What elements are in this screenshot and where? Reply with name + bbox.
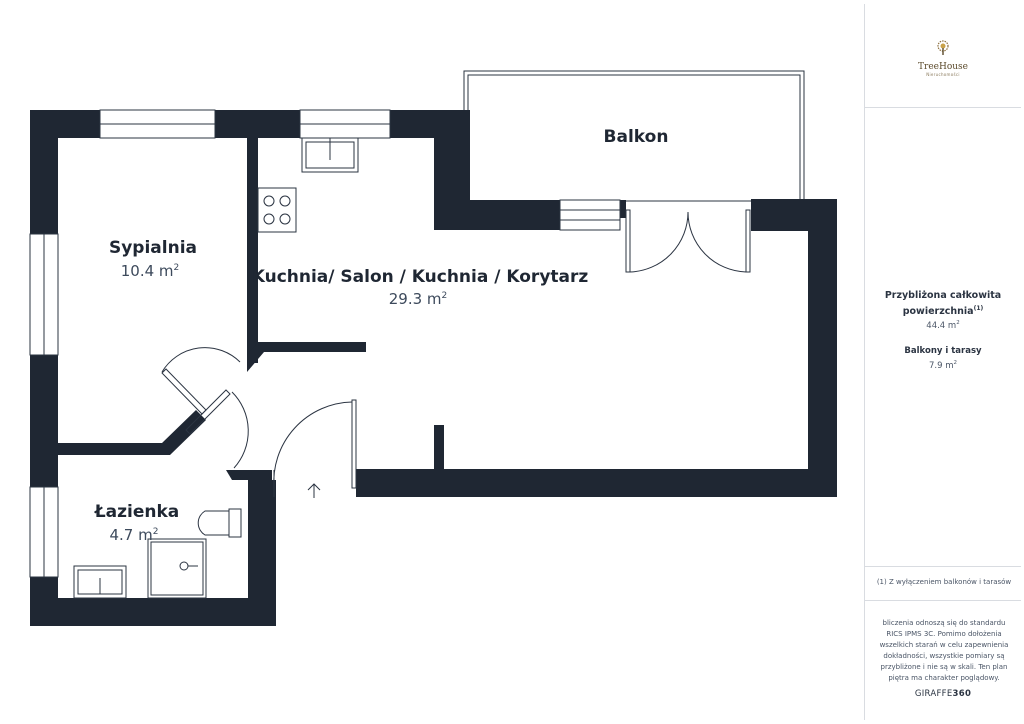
windows bbox=[29, 109, 801, 578]
company-logo: TreeHouse Nieruchomości bbox=[865, 40, 1021, 77]
floor-plan: Sypialnia 10.4 m2 Kuchnia/ Salon / Kuchn… bbox=[29, 70, 837, 626]
room-name-bedroom: Sypialnia bbox=[109, 238, 197, 258]
divider bbox=[865, 107, 1021, 108]
logo-subtitle: Nieruchomości bbox=[926, 72, 960, 77]
doors bbox=[161, 209, 751, 497]
balconies-title: Balkony i tarasy bbox=[904, 346, 982, 356]
room-name-bathroom: Łazienka bbox=[94, 502, 180, 522]
footnote: (1) Z wyłączeniem balkonów i tarasów bbox=[876, 578, 1012, 586]
balconies-value: 7.9 m2 bbox=[929, 360, 957, 371]
shower bbox=[147, 538, 207, 599]
bathroom-sink bbox=[73, 565, 127, 599]
room-area-bathroom: 4.7 m2 bbox=[110, 526, 159, 544]
total-area-value: 44.4 m2 bbox=[926, 320, 960, 331]
legend-sidebar: TreeHouse Nieruchomości Przybliżona całk… bbox=[864, 4, 1021, 720]
tree-icon bbox=[937, 40, 949, 55]
room-area-living: 29.3 m2 bbox=[389, 290, 448, 308]
logo-name: TreeHouse bbox=[918, 62, 968, 72]
room-name-balcony: Balkon bbox=[604, 127, 669, 147]
divider bbox=[865, 566, 1021, 567]
room-area-bedroom: 10.4 m2 bbox=[121, 262, 180, 280]
brand-mark: GIRAFFE360 bbox=[914, 689, 972, 699]
entrance-arrow-icon bbox=[307, 483, 321, 498]
divider bbox=[865, 600, 1021, 601]
total-area-title: Przybliżona całkowita powierzchnia(1) bbox=[884, 290, 1002, 318]
disclaimer: bliczenia odnoszą się do standardu RICS … bbox=[879, 619, 1009, 682]
toilet bbox=[197, 508, 242, 538]
kitchen-sink bbox=[301, 137, 359, 173]
room-name-living: Kuchnia/ Salon / Kuchnia / Korytarz bbox=[252, 267, 589, 287]
stove bbox=[257, 187, 297, 233]
walls bbox=[30, 110, 837, 626]
